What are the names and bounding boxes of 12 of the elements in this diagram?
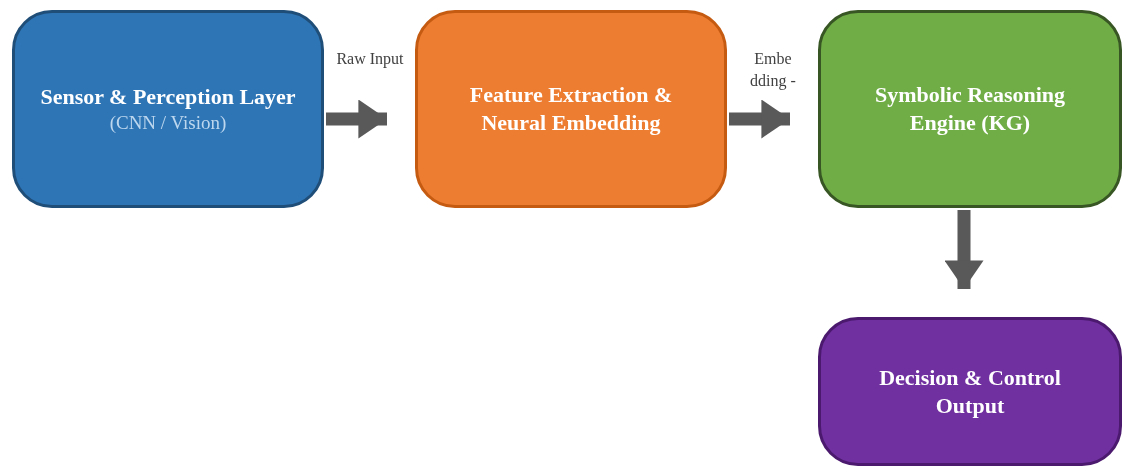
box-title: Sensor & Perception Layer xyxy=(40,83,296,111)
process-box xyxy=(12,10,324,208)
box-title: Feature Extraction & Neural Embedding xyxy=(468,81,674,137)
box-title: Decision & Control Output xyxy=(878,363,1062,420)
box-subtitle: (CNN / Vision) xyxy=(109,111,227,135)
process-box xyxy=(818,10,1122,208)
process-box xyxy=(818,317,1122,466)
arrow xyxy=(729,99,790,139)
box-title: Symbolic Reasoning Engine (KG) xyxy=(873,81,1067,137)
arrow xyxy=(944,210,984,289)
arrow xyxy=(326,99,387,139)
process-box xyxy=(415,10,727,208)
